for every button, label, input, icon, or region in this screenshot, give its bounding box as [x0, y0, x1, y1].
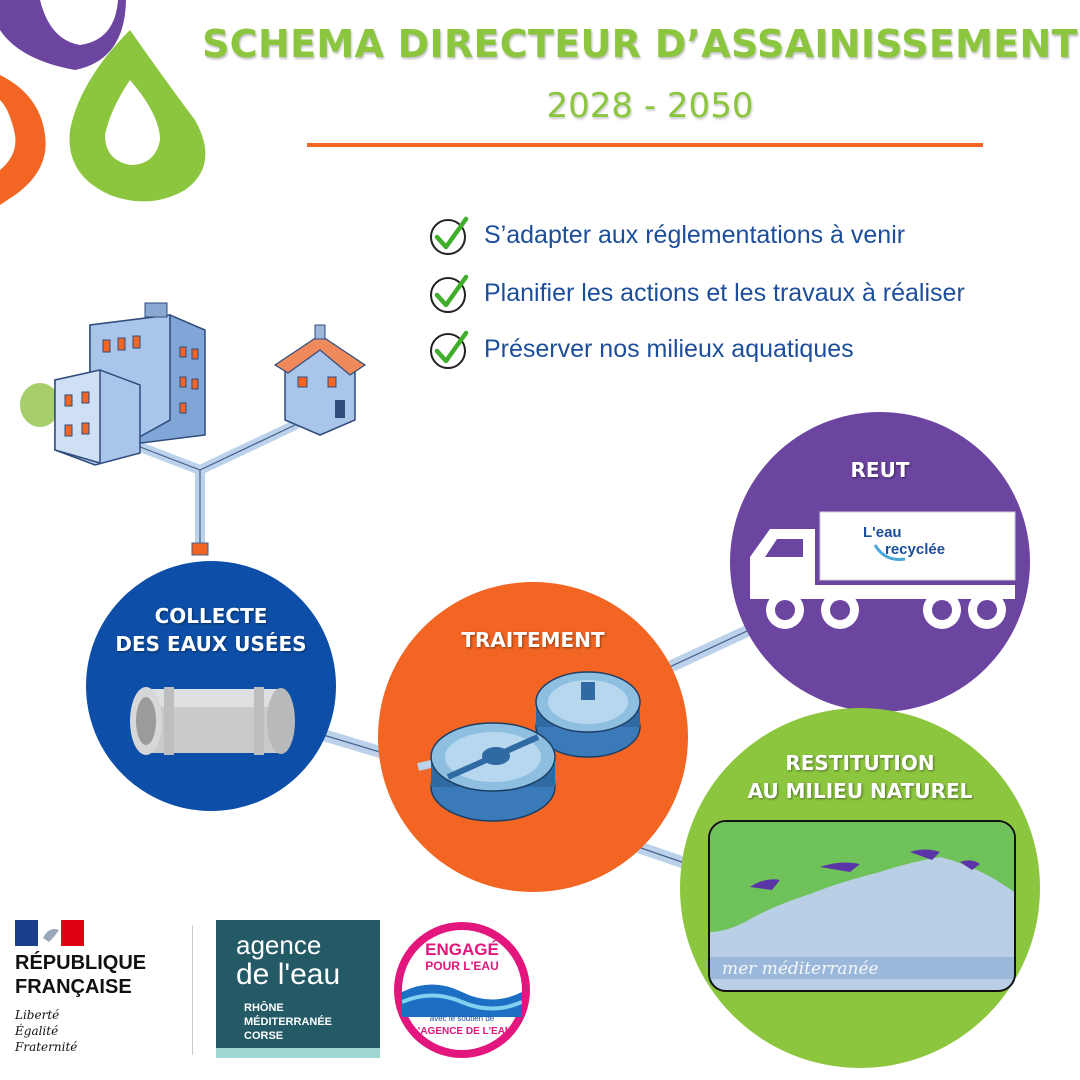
map-caption: mer méditerranée — [722, 959, 879, 979]
republique-line2: FRANÇAISE — [15, 976, 132, 998]
coastline-map-image: mer méditerranée — [710, 822, 1014, 979]
collecte-label-line1: COLLECTE — [154, 604, 268, 628]
agence-line4: MÉDITERRANÉE — [244, 1016, 333, 1028]
traitement-circle: TRAITEMENT — [378, 582, 688, 892]
title-underline — [307, 143, 983, 147]
motto-egalite: Égalité — [15, 1024, 59, 1038]
badge-line4: L'AGENCE DE L'EAU — [411, 1026, 513, 1037]
page-subtitle: 2028 - 2050 — [546, 86, 754, 126]
republique-francaise-logo: RÉPUBLIQUE FRANÇAISE Liberté Égalité Fra… — [10, 920, 190, 1060]
agence-line1: agence — [236, 930, 322, 960]
objective-item: Préserver nos milieux aquatiques — [428, 326, 854, 372]
objective-item: S’adapter aux réglementations à venir — [428, 212, 905, 258]
badge-line2: POUR L'EAU — [425, 959, 499, 973]
treatment-basins-icon — [417, 671, 641, 822]
green-drop-shape — [69, 30, 206, 202]
collecte-label-line2: DES EAUX USÉES — [115, 632, 307, 656]
objective-item: Planifier les actions et les travaux à r… — [428, 270, 965, 316]
agence-bottom-stripe — [216, 1048, 380, 1058]
restitution-label-line1: RESTITUTION — [785, 751, 935, 775]
republique-line1: RÉPUBLIQUE — [15, 952, 147, 974]
traitement-label: TRAITEMENT — [461, 628, 605, 652]
marianne-flag-icon — [15, 920, 84, 946]
truck-icon: L'eau recyclée — [750, 511, 1016, 629]
page-title: SCHEMA DIRECTEUR D’ASSAINISSEMENT — [202, 22, 1078, 66]
wave-icon — [402, 984, 522, 1017]
truck-brand-line2: recyclée — [885, 541, 945, 558]
orange-drop-shape — [0, 75, 46, 205]
agence-de-l-eau-logo: agence de l'eau RHÔNE MÉDITERRANÉE CORSE — [216, 920, 380, 1058]
pipe-segment-icon — [130, 687, 295, 755]
collecte-circle: COLLECTE DES EAUX USÉES — [86, 561, 336, 811]
buildings-illustration — [20, 302, 367, 556]
truck-brand-line1: L'eau — [863, 524, 902, 541]
agence-line5: CORSE — [244, 1030, 284, 1042]
objective-text: Planifier les actions et les travaux à r… — [484, 278, 965, 307]
engage-pour-l-eau-badge: ENGAGÉ POUR L'EAU avec le soutien de L'A… — [394, 922, 530, 1058]
check-icon — [430, 274, 469, 313]
restitution-label-line2: AU MILIEU NATUREL — [747, 779, 973, 803]
motto-fraternite: Fraternité — [15, 1040, 78, 1054]
objective-text: S’adapter aux réglementations à venir — [484, 220, 906, 249]
reut-circle: REUT L'eau recyclée — [730, 412, 1030, 712]
agence-line2: de l'eau — [236, 958, 341, 991]
badge-line1: ENGAGÉ — [425, 940, 499, 959]
motto-liberte: Liberté — [15, 1008, 60, 1022]
decorative-drops — [0, 0, 206, 205]
restitution-circle: RESTITUTION AU MILIEU NATUREL mer médite… — [680, 708, 1040, 1068]
logo-divider — [192, 925, 193, 1055]
purple-drop-shape — [0, 0, 126, 70]
check-icon — [430, 330, 469, 369]
objective-text: Préserver nos milieux aquatiques — [484, 334, 854, 363]
reut-label: REUT — [850, 458, 910, 482]
coast-map: mer méditerranée — [708, 820, 1016, 992]
badge-line3: avec le soutien de — [429, 1014, 495, 1023]
check-icon — [430, 216, 469, 255]
agence-line3: RHÔNE — [244, 1002, 284, 1014]
